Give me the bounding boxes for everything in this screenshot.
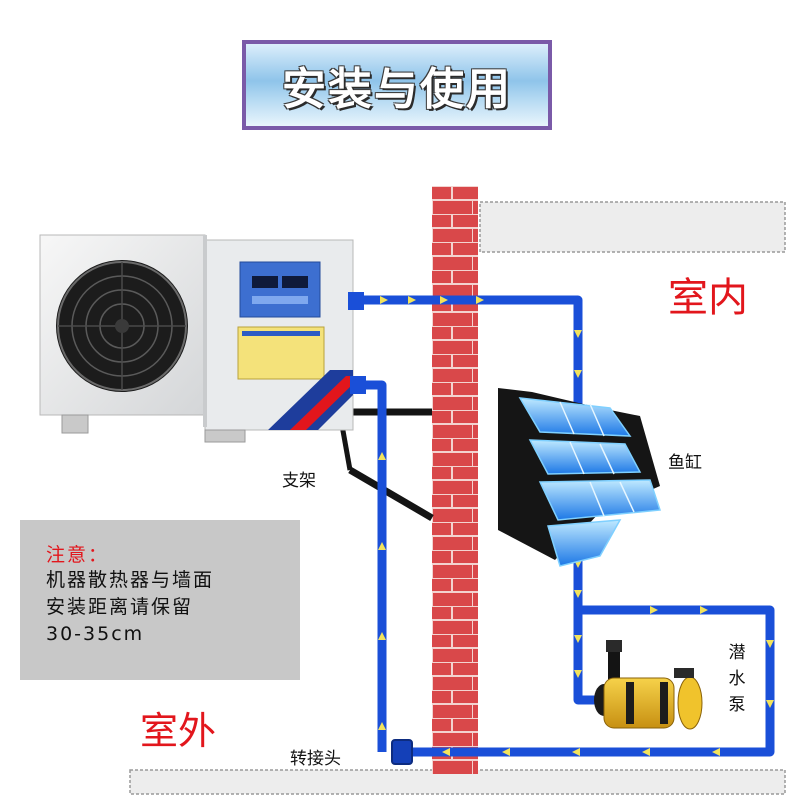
label-indoor: 室内 — [668, 275, 748, 321]
ceiling-slab — [479, 201, 786, 253]
submersible-pump — [594, 640, 703, 730]
note-line: 安装距离请保留 — [46, 596, 194, 618]
brand-stripe — [268, 370, 353, 430]
flow-arrows — [378, 296, 774, 756]
control-panel — [239, 261, 321, 318]
heat-pump-unit — [39, 234, 366, 443]
label-bracket: 支架 — [282, 471, 316, 491]
fan-grille — [56, 260, 188, 392]
label-fish-tank: 鱼缸 — [668, 453, 702, 473]
pipe-adapter-fitting — [391, 739, 413, 765]
note-line: 30-35cm — [46, 623, 145, 645]
title-banner: 安装与使用 — [242, 40, 552, 130]
note-title: 注意： — [46, 544, 110, 566]
label-outdoor: 室外 — [140, 709, 217, 753]
brick-wall — [432, 186, 478, 774]
label-submersible-pump: 潜水泵 — [728, 643, 746, 715]
note-line: 机器散热器与墙面 — [46, 569, 215, 591]
fish-tank-rack — [498, 388, 662, 567]
note-box: 注意： 机器散热器与墙面 安装距离请保留 30-35cm — [20, 520, 300, 680]
page-title: 安装与使用 — [282, 64, 512, 115]
label-adapter: 转接头 — [290, 749, 341, 769]
pipe-connectors — [348, 292, 366, 394]
